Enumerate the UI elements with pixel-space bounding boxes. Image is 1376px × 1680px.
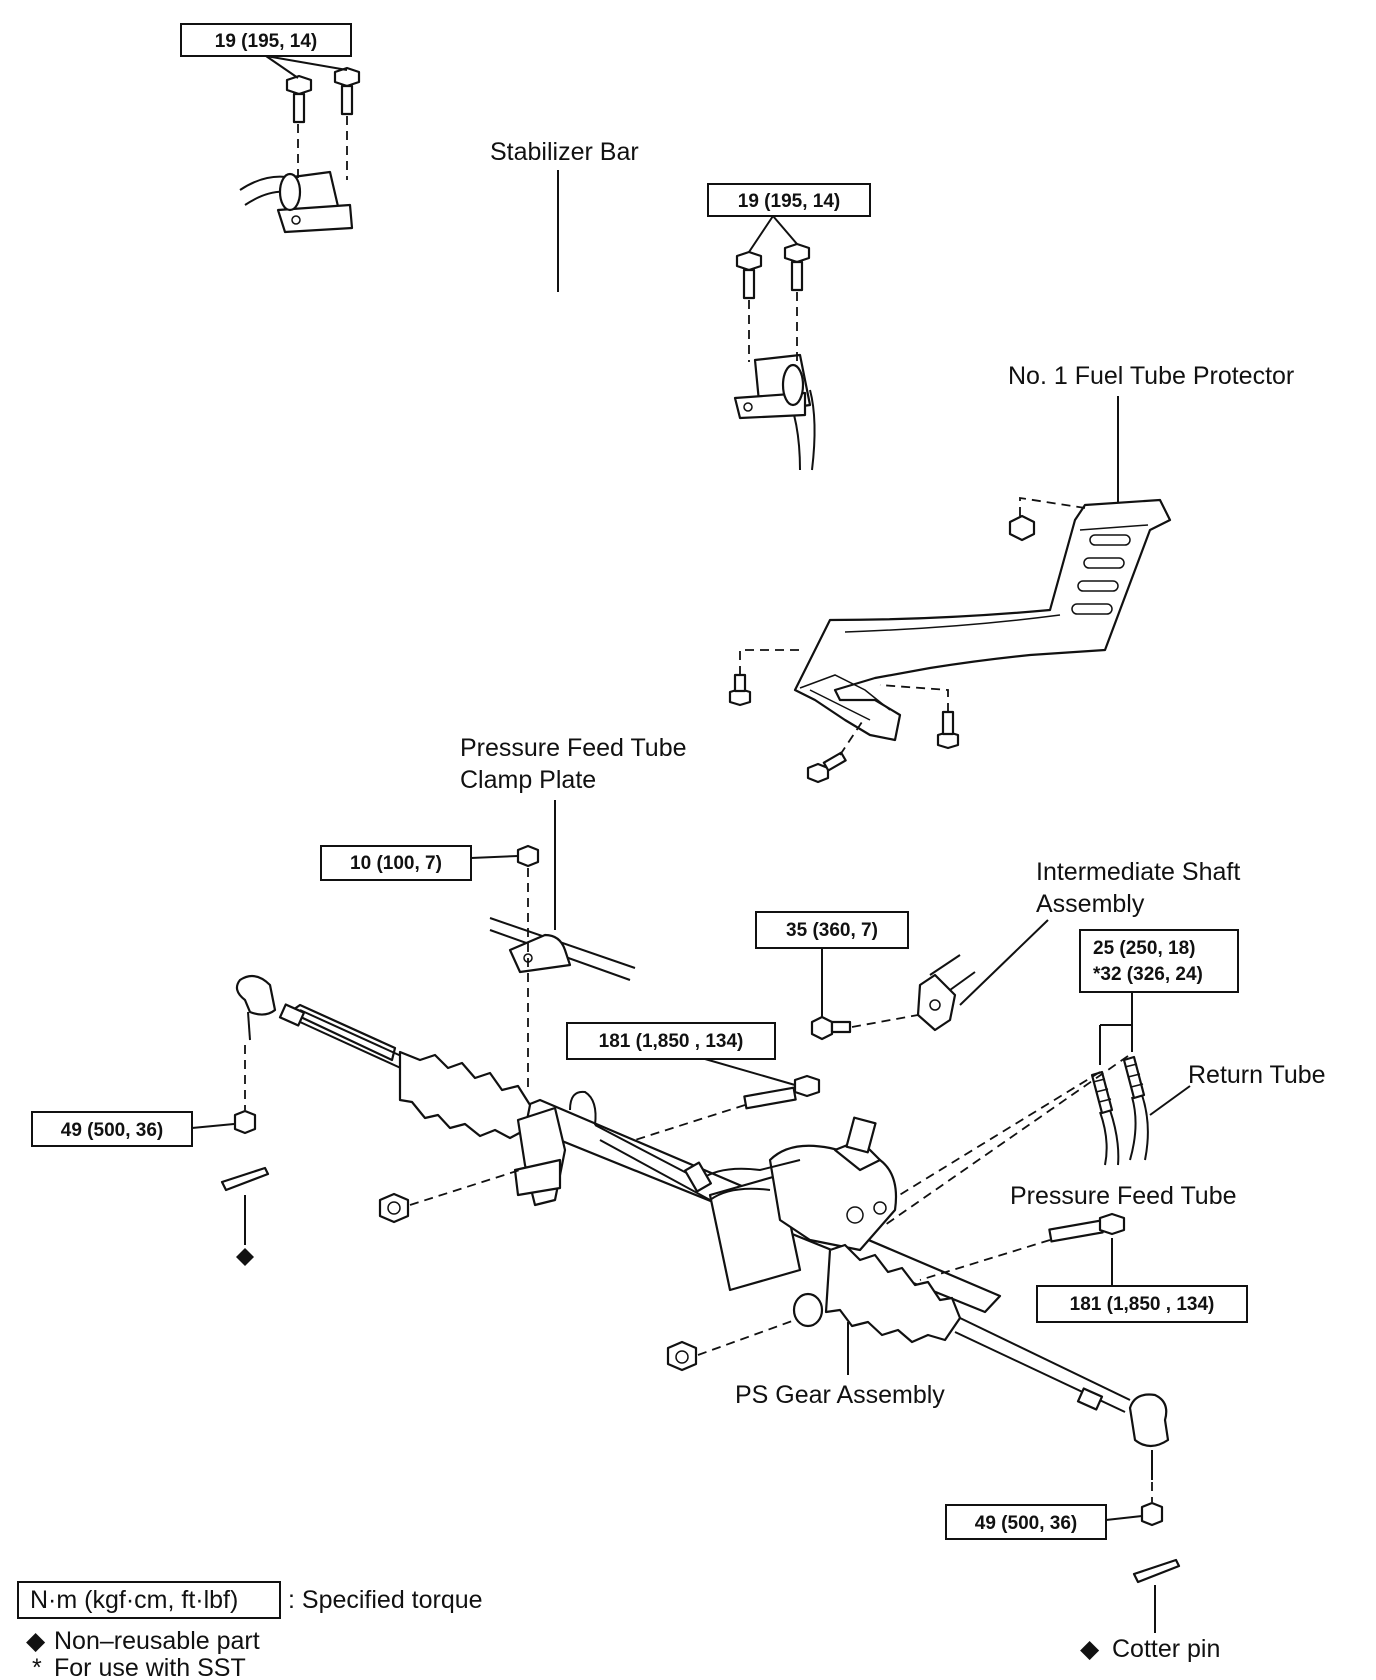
clamp-plate (489, 917, 636, 981)
stabilizer-bushing-right (733, 353, 812, 420)
stabilizer-bar (239, 175, 816, 471)
intermediate-shaft-bolt (810, 1014, 919, 1041)
stabilizer-bolt-right-1 (735, 250, 763, 362)
clamp-plate-nut (516, 844, 540, 1090)
torque-tubes-line2: *32 (326, 24) (1093, 964, 1203, 985)
label-intermediate-shaft-line2: Assembly (1036, 890, 1145, 918)
gear-mount-nut-left (378, 1169, 521, 1224)
torque-intermediate-shaft: 35 (360, 7) (786, 920, 878, 941)
tie-rod-nut-left (233, 1045, 257, 1135)
torque-box-stab-left: 19 (195, 14) (180, 23, 352, 79)
torque-tie-rod-left: 49 (500, 36) (61, 1120, 163, 1141)
torque-box-gear-bolt-lower: 181 (1,850 , 134) (1036, 1238, 1248, 1323)
protector-bolt-left (728, 649, 805, 707)
stabilizer-bolt-left-2 (333, 66, 361, 180)
label-fuel-tube-protector: No. 1 Fuel Tube Protector (1008, 362, 1294, 390)
torque-box-tie-rod-right: 49 (500, 36) (945, 1504, 1143, 1540)
legend-torque-desc: : Specified torque (288, 1586, 483, 1614)
torque-gear-bolt-lower: 181 (1,850 , 134) (1070, 1294, 1215, 1315)
label-ps-gear-assembly: PS Gear Assembly (735, 1381, 945, 1409)
gear-mount-nut-right (666, 1319, 796, 1372)
tie-rod-nut-right (1140, 1482, 1164, 1527)
ps-gear-assembly (235, 974, 1170, 1480)
protector-bolt-bottom (806, 721, 863, 784)
protector-bolt-right (879, 684, 960, 750)
fuel-tube-protector (793, 498, 1172, 742)
torque-stab-left: 19 (195, 14) (215, 31, 317, 52)
legend-non-reusable: Non–reusable part (54, 1627, 260, 1655)
torque-stab-right: 19 (195, 14) (738, 191, 840, 212)
label-return-tube: Return Tube (1188, 1061, 1326, 1089)
legend-asterisk: * (32, 1654, 42, 1680)
torque-gear-bolt-upper: 181 (1,850 , 134) (599, 1031, 744, 1052)
legend-diamond: ◆ (26, 1627, 46, 1655)
torque-box-clamp-plate: 10 (100, 7) (320, 845, 519, 881)
stabilizer-bolt-right-2 (783, 242, 811, 362)
stabilizer-bolt-left-1 (285, 74, 313, 180)
cotter-pin-callout: ◆ Cotter pin (1080, 1635, 1220, 1663)
label-stabilizer-bar: Stabilizer Bar (490, 138, 639, 166)
torque-box-intermediate-shaft: 35 (360, 7) (755, 911, 909, 1018)
pressure-feed-tube (1090, 1070, 1120, 1166)
label-cotter-pin: Cotter pin (1112, 1635, 1220, 1663)
gear-mount-bolt-lower (919, 1212, 1126, 1281)
label-pressure-feed-tube: Pressure Feed Tube (1010, 1182, 1237, 1210)
intermediate-shaft-assembly (916, 954, 976, 1032)
torque-tubes-line1: 25 (250, 18) (1093, 938, 1195, 959)
return-tube (1122, 1055, 1149, 1161)
label-clamp-plate-line2: Clamp Plate (460, 766, 596, 794)
stabilizer-bushing-left (276, 170, 354, 234)
torque-box-stab-right: 19 (195, 14) (707, 183, 871, 253)
cotter-pin-diamond: ◆ (1080, 1635, 1100, 1663)
label-intermediate-shaft-line1: Intermediate Shaft (1036, 858, 1240, 886)
torque-box-tubes: 25 (250, 18) *32 (326, 24) (1079, 929, 1239, 1065)
gear-mount-bolt-upper (634, 1074, 821, 1141)
legend-torque-units: N·m (kgf·cm, ft·lbf) (30, 1586, 238, 1614)
torque-clamp-plate: 10 (100, 7) (350, 853, 442, 874)
cotter-pin-left (220, 1166, 270, 1266)
torque-tie-rod-right: 49 (500, 36) (975, 1513, 1077, 1534)
legend-sst: For use with SST (54, 1654, 246, 1680)
protector-nut (1008, 496, 1086, 542)
label-clamp-plate-line1: Pressure Feed Tube (460, 734, 687, 762)
torque-box-tie-rod-left: 49 (500, 36) (31, 1111, 235, 1147)
legend: N·m (kgf·cm, ft·lbf) : Specified torque … (17, 1581, 483, 1680)
torque-box-gear-bolt-upper: 181 (1,850 , 134) (566, 1022, 796, 1086)
cotter-pin-right (1132, 1558, 1181, 1633)
